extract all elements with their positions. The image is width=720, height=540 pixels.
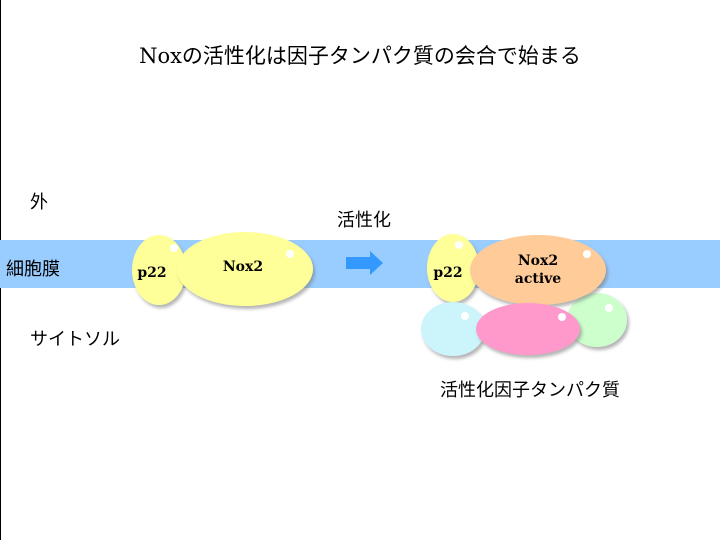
highlight-dot (170, 244, 178, 252)
outside-label: 外 (30, 192, 48, 213)
nox2-label-left: Nox2 (223, 259, 263, 275)
activation-arrow-icon (346, 251, 383, 275)
activating-factor-pink (476, 303, 580, 355)
p22-label-right: p22 (433, 265, 462, 281)
cytosol-label: サイトソル (30, 329, 120, 350)
slide-title: Noxの活性化は因子タンパク質の会合で始まる (139, 44, 581, 68)
highlight-dot (558, 313, 566, 321)
highlight-dot (605, 304, 613, 312)
nox2-active-label-line1: Nox2 (518, 253, 558, 269)
p22-protein-left (132, 235, 186, 305)
highlight-dot (461, 312, 469, 320)
p22-protein-right (427, 234, 479, 302)
nox2-active-label-line2: active (515, 271, 562, 287)
highlight-dot (455, 241, 463, 249)
activation-label: 活性化 (337, 210, 391, 231)
nox2-active-protein (470, 235, 606, 305)
active-complex: p22 Nox2 active (421, 234, 627, 356)
activating-factors-label: 活性化因子タンパク質 (440, 380, 620, 401)
p22-label-left: p22 (137, 265, 166, 281)
nox2-protein-left (177, 232, 313, 306)
highlight-dot (286, 250, 294, 258)
membrane-label: 細胞膜 (6, 259, 60, 280)
activating-factor-cyan (421, 302, 485, 356)
inactive-complex: p22 Nox2 (132, 232, 313, 306)
highlight-dot (583, 250, 591, 258)
